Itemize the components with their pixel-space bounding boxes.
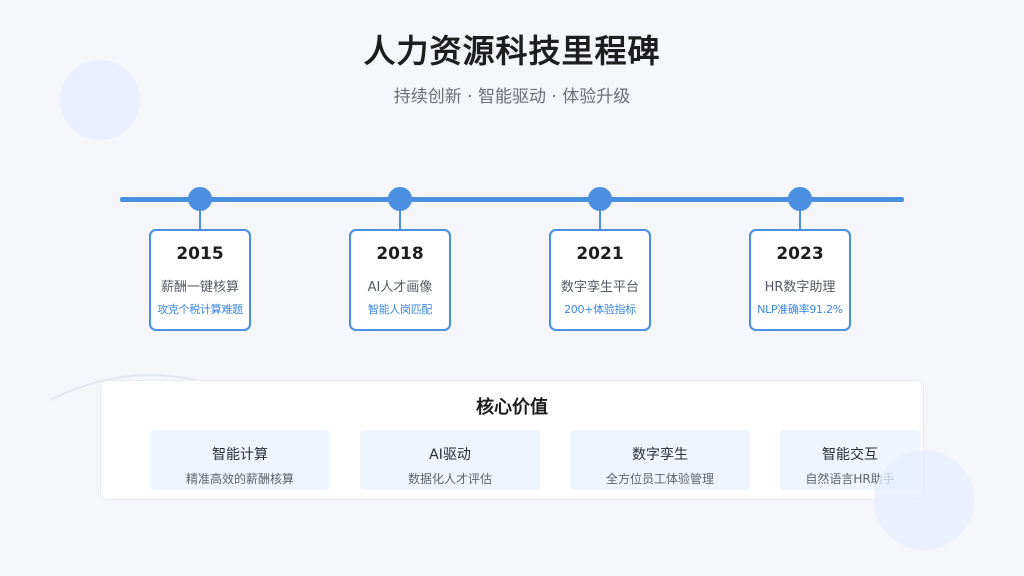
timeline-dot xyxy=(788,187,812,211)
milestone-desc: 智能人岗匹配 xyxy=(367,303,433,316)
timeline-dot xyxy=(188,187,212,211)
value-name: 数字孪生 xyxy=(632,447,688,463)
value-card-ai-driven: AI驱动 数据化人才评估 xyxy=(360,430,540,490)
timeline-connector xyxy=(399,211,401,230)
milestone-card: 2021 数字孪生平台 200+体验指标 xyxy=(549,229,651,331)
value-card-smart-computing: 智能计算 精准高效的薪酬核算 xyxy=(150,430,330,490)
milestone-card: 2018 AI人才画像 智能人岗匹配 xyxy=(349,229,451,331)
milestone-card: 2015 薪酬一键核算 攻克个税计算难题 xyxy=(149,229,251,331)
page-subtitle: 持续创新 · 智能驱动 · 体验升级 xyxy=(393,87,631,107)
timeline-dot xyxy=(588,187,612,211)
milestone-desc: NLP准确率91.2% xyxy=(757,303,843,316)
milestone-name: HR数字助理 xyxy=(764,280,836,295)
milestone-desc: 攻克个税计算难题 xyxy=(157,303,243,316)
timeline-connector xyxy=(199,211,201,230)
milestone-year: 2021 xyxy=(576,244,624,264)
value-name: AI驱动 xyxy=(429,447,471,463)
value-name: 智能计算 xyxy=(212,447,268,463)
core-values-title: 核心价值 xyxy=(476,397,548,418)
value-desc: 精准高效的薪酬核算 xyxy=(185,472,294,486)
value-desc: 数据化人才评估 xyxy=(407,472,492,486)
value-desc: 自然语言HR助手 xyxy=(805,472,895,486)
page-title: 人力资源科技里程碑 xyxy=(363,32,661,70)
milestone-year: 2015 xyxy=(176,244,224,264)
core-values-panel: 核心价值 智能计算 精准高效的薪酬核算 AI驱动 数据化人才评估 数字孪生 全方… xyxy=(100,380,924,500)
value-name: 智能交互 xyxy=(822,447,878,463)
timeline-connector xyxy=(799,211,801,230)
milestone-year: 2018 xyxy=(376,244,424,264)
milestone-name: 薪酬一键核算 xyxy=(160,280,239,295)
decorative-circle-top-left xyxy=(60,60,140,140)
timeline-dot xyxy=(388,187,412,211)
timeline-line xyxy=(120,197,904,202)
milestone-desc: 200+体验指标 xyxy=(564,303,636,316)
milestone-name: AI人才画像 xyxy=(367,280,433,295)
milestone-name: 数字孪生平台 xyxy=(560,280,639,295)
milestone-card: 2023 HR数字助理 NLP准确率91.2% xyxy=(749,229,851,331)
decorative-circle-bottom-right xyxy=(874,450,974,550)
timeline-connector xyxy=(599,211,601,230)
value-desc: 全方位员工体验管理 xyxy=(605,472,714,486)
value-card-digital-twin: 数字孪生 全方位员工体验管理 xyxy=(570,430,750,490)
milestone-year: 2023 xyxy=(776,244,824,264)
